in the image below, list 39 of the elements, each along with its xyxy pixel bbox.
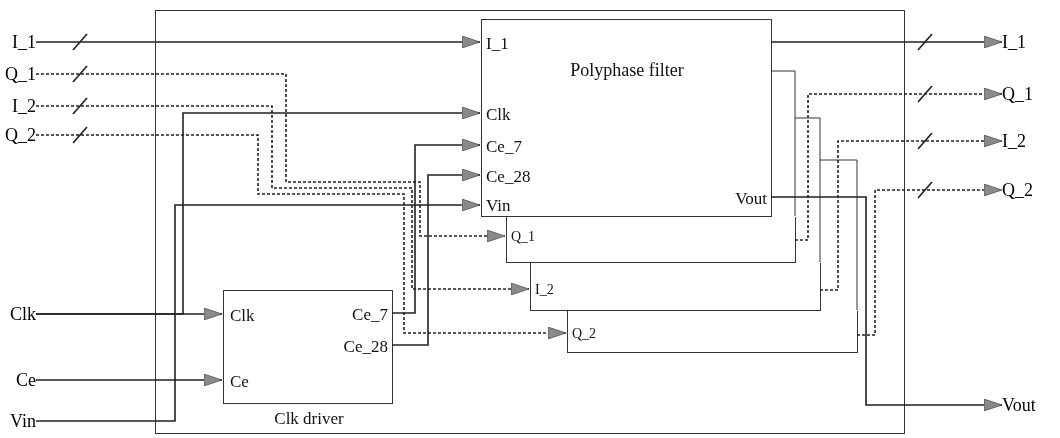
signal-label: Ce <box>0 370 36 390</box>
port-label: Clk <box>486 105 511 125</box>
signal-arrow <box>770 35 1003 49</box>
channel-block <box>506 217 796 263</box>
signal-label: Q_2 <box>1002 180 1052 200</box>
signal-label: Vin <box>0 411 36 431</box>
signal-label: I_2 <box>1002 131 1052 151</box>
system-boundary <box>155 10 905 434</box>
block-title: Clk driver <box>274 409 344 429</box>
filter-block <box>481 19 772 217</box>
port-label: Ce_28 <box>486 167 531 187</box>
signal-label: Q_1 <box>1002 84 1052 104</box>
signal-arrow <box>35 105 530 296</box>
port-label: Vout <box>735 189 767 209</box>
port-label: I_2 <box>535 281 554 299</box>
port-label: Ce_7 <box>486 137 522 157</box>
port-label: I_1 <box>486 34 509 54</box>
signal-arrow <box>35 73 506 243</box>
signal-label: Clk <box>0 304 36 324</box>
port-label: Ce_7 <box>352 305 388 325</box>
channel-block <box>530 263 821 311</box>
block-title: Polyphase filter <box>570 60 684 80</box>
port-label: Vin <box>486 196 511 216</box>
port-label: Clk <box>230 306 255 326</box>
port-label: Q_2 <box>572 325 597 343</box>
signal-label: Q_2 <box>0 125 36 145</box>
port-label: Ce <box>230 372 249 392</box>
signal-arrow <box>391 138 481 314</box>
port-label: Q_1 <box>511 228 536 246</box>
signal-arrow <box>35 198 481 422</box>
signal-label: I_1 <box>1002 32 1052 52</box>
signal-arrow <box>35 373 223 387</box>
signal-label: Q_1 <box>0 64 36 84</box>
channel-block <box>567 311 858 353</box>
signal-label: Vout <box>1002 395 1058 415</box>
signal-label: I_1 <box>0 32 36 52</box>
signal-arrow <box>856 183 1003 336</box>
port-label: Ce_28 <box>343 337 388 357</box>
signal-label: I_2 <box>0 96 36 116</box>
